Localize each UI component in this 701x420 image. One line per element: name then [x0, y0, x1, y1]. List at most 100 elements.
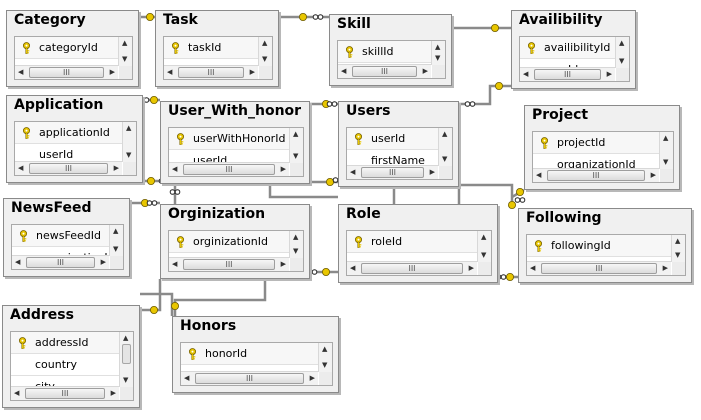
primary-key-column[interactable]: followingId [527, 235, 671, 257]
scroll-right-icon[interactable]: ▶ [280, 260, 286, 268]
scroll-down-icon[interactable]: ▼ [322, 361, 328, 369]
vertical-scrollbar[interactable]: ▲▼ [615, 37, 629, 68]
vertical-scrollbar[interactable]: ▲▼ [118, 37, 132, 66]
scroll-down-icon[interactable]: ▼ [126, 151, 132, 159]
scroll-left-icon[interactable]: ◀ [523, 70, 529, 78]
vertical-scrollbar[interactable]: ▲▼ [109, 225, 123, 256]
horizontal-scrollbar[interactable]: ◀III▶ [164, 65, 258, 79]
primary-key-column[interactable]: projectId [533, 132, 659, 154]
horizontal-scrollbar[interactable]: ◀III▶ [15, 161, 122, 175]
horizontal-scrollbar[interactable]: ◀III▶ [520, 67, 615, 81]
scroll-thumb[interactable]: III [178, 67, 244, 78]
scroll-left-icon[interactable]: ◀ [172, 165, 178, 173]
vertical-scrollbar[interactable]: ▲▼ [438, 128, 452, 166]
horizontal-scrollbar[interactable]: ◀ III ▶ [15, 65, 118, 79]
scroll-right-icon[interactable]: ▶ [429, 168, 435, 176]
primary-key-column[interactable]: roleId [347, 231, 477, 253]
scroll-up-icon[interactable]: ▲ [126, 124, 132, 132]
horizontal-scrollbar[interactable]: ◀III▶ [338, 64, 431, 78]
scroll-left-icon[interactable]: ◀ [172, 260, 178, 268]
scroll-thumb[interactable]: III [26, 257, 95, 268]
scroll-left-icon[interactable]: ◀ [14, 389, 20, 397]
column-row[interactable]: organizationId [533, 154, 659, 169]
scroll-down-icon[interactable]: ▼ [435, 54, 441, 62]
scroll-down-icon[interactable]: ▼ [619, 57, 625, 65]
scroll-up-icon[interactable]: ▲ [322, 345, 328, 353]
horizontal-scrollbar[interactable]: ◀III▶ [527, 261, 671, 275]
scroll-down-icon[interactable]: ▼ [663, 158, 669, 166]
column-row[interactable]: city [11, 376, 119, 387]
scroll-right-icon[interactable]: ▶ [100, 258, 106, 266]
column-row[interactable]: country [11, 354, 119, 376]
vertical-scrollbar[interactable]: ▲▼ [119, 332, 133, 387]
primary-key-column[interactable]: taskId [164, 37, 258, 59]
primary-key-column[interactable]: skillId [338, 41, 431, 63]
scroll-thumb[interactable]: III [352, 66, 417, 77]
scroll-right-icon[interactable]: ▶ [309, 374, 315, 382]
vertical-scrollbar[interactable]: ▲▼ [659, 132, 673, 169]
horizontal-scrollbar[interactable]: ◀III▶ [347, 165, 438, 179]
scroll-up-icon[interactable]: ▲ [675, 237, 681, 245]
vertical-scrollbar[interactable]: ▲▼ [318, 343, 332, 372]
scroll-down-icon[interactable]: ▼ [113, 245, 119, 253]
vertical-scrollbar[interactable]: ▲▼ [671, 235, 685, 262]
primary-key-column[interactable]: newsFeedId [12, 225, 109, 247]
scroll-down-icon[interactable]: ▼ [293, 152, 299, 160]
vertical-scrollbar[interactable]: ▲▼ [122, 122, 136, 162]
scroll-thumb[interactable]: III [183, 259, 275, 270]
scroll-thumb[interactable]: III [183, 164, 275, 175]
column-row[interactable]: firstName [347, 150, 438, 166]
primary-key-column[interactable]: addressId [11, 332, 119, 354]
horizontal-scrollbar[interactable]: ◀III▶ [533, 168, 659, 182]
vertical-scrollbar[interactable]: ▲▼ [431, 41, 445, 65]
horizontal-scrollbar[interactable]: ◀ III ▶ [169, 257, 289, 271]
scroll-thumb[interactable]: III [195, 373, 304, 384]
scroll-down-icon[interactable]: ▼ [481, 251, 487, 259]
scroll-right-icon[interactable]: ▶ [662, 264, 668, 272]
primary-key-column[interactable]: userWithHonorId [169, 128, 289, 150]
scroll-down-icon[interactable]: ▼ [293, 247, 299, 255]
table-honors[interactable]: HonorshonorIdname▲▼◀III▶ [172, 316, 339, 393]
primary-key-column[interactable]: categoryId [15, 37, 118, 59]
scroll-left-icon[interactable]: ◀ [350, 264, 356, 272]
scroll-up-icon[interactable]: ▲ [481, 233, 487, 241]
relationship-line[interactable] [459, 183, 514, 197]
scroll-down-icon[interactable]: ▼ [442, 155, 448, 163]
horizontal-scrollbar[interactable]: ◀III▶ [11, 386, 119, 400]
horizontal-scrollbar[interactable]: ◀ III ▶ [12, 255, 109, 269]
scroll-up-icon[interactable]: ▲ [293, 130, 299, 138]
primary-key-column[interactable]: orginizationId [169, 231, 289, 253]
scroll-right-icon[interactable]: ▶ [109, 68, 115, 76]
column-row[interactable]: name [347, 253, 477, 262]
table-role[interactable]: RoleroleIdname▲▼◀III▶ [338, 204, 498, 283]
scroll-down-icon[interactable]: ▼ [123, 376, 129, 384]
scroll-up-icon[interactable]: ▲ [435, 43, 441, 51]
scroll-left-icon[interactable]: ◀ [15, 258, 21, 266]
relationship-line[interactable] [140, 279, 162, 312]
scroll-left-icon[interactable]: ◀ [341, 67, 347, 75]
column-row[interactable]: name [181, 365, 318, 372]
primary-key-column[interactable]: applicationId [15, 122, 122, 144]
scroll-up-icon[interactable]: ▲ [663, 134, 669, 142]
table-newsfeed[interactable]: NewsFeednewsFeedIdorganizationId▲▼◀III▶ [3, 198, 130, 277]
scroll-up-icon[interactable]: ▲ [122, 39, 128, 47]
scroll-thumb[interactable]: III [547, 170, 645, 181]
scroll-up-icon[interactable]: ▲ [262, 39, 268, 47]
primary-key-column[interactable]: availibilityId [520, 37, 615, 59]
primary-key-column[interactable]: userId [347, 128, 438, 150]
scroll-left-icon[interactable]: ◀ [18, 68, 24, 76]
vertical-scrollbar[interactable]: ▲▼ [289, 128, 303, 163]
scroll-up-icon[interactable]: ▲ [293, 233, 299, 241]
horizontal-scrollbar[interactable]: ◀III▶ [181, 371, 318, 385]
scroll-up-icon[interactable]: ▲ [113, 227, 119, 235]
relationship-line[interactable] [140, 292, 174, 316]
column-row[interactable]: Name [15, 59, 118, 66]
scroll-thumb[interactable]: III [29, 67, 104, 78]
primary-key-column[interactable]: honorId [181, 343, 318, 365]
scroll-left-icon[interactable]: ◀ [530, 264, 536, 272]
